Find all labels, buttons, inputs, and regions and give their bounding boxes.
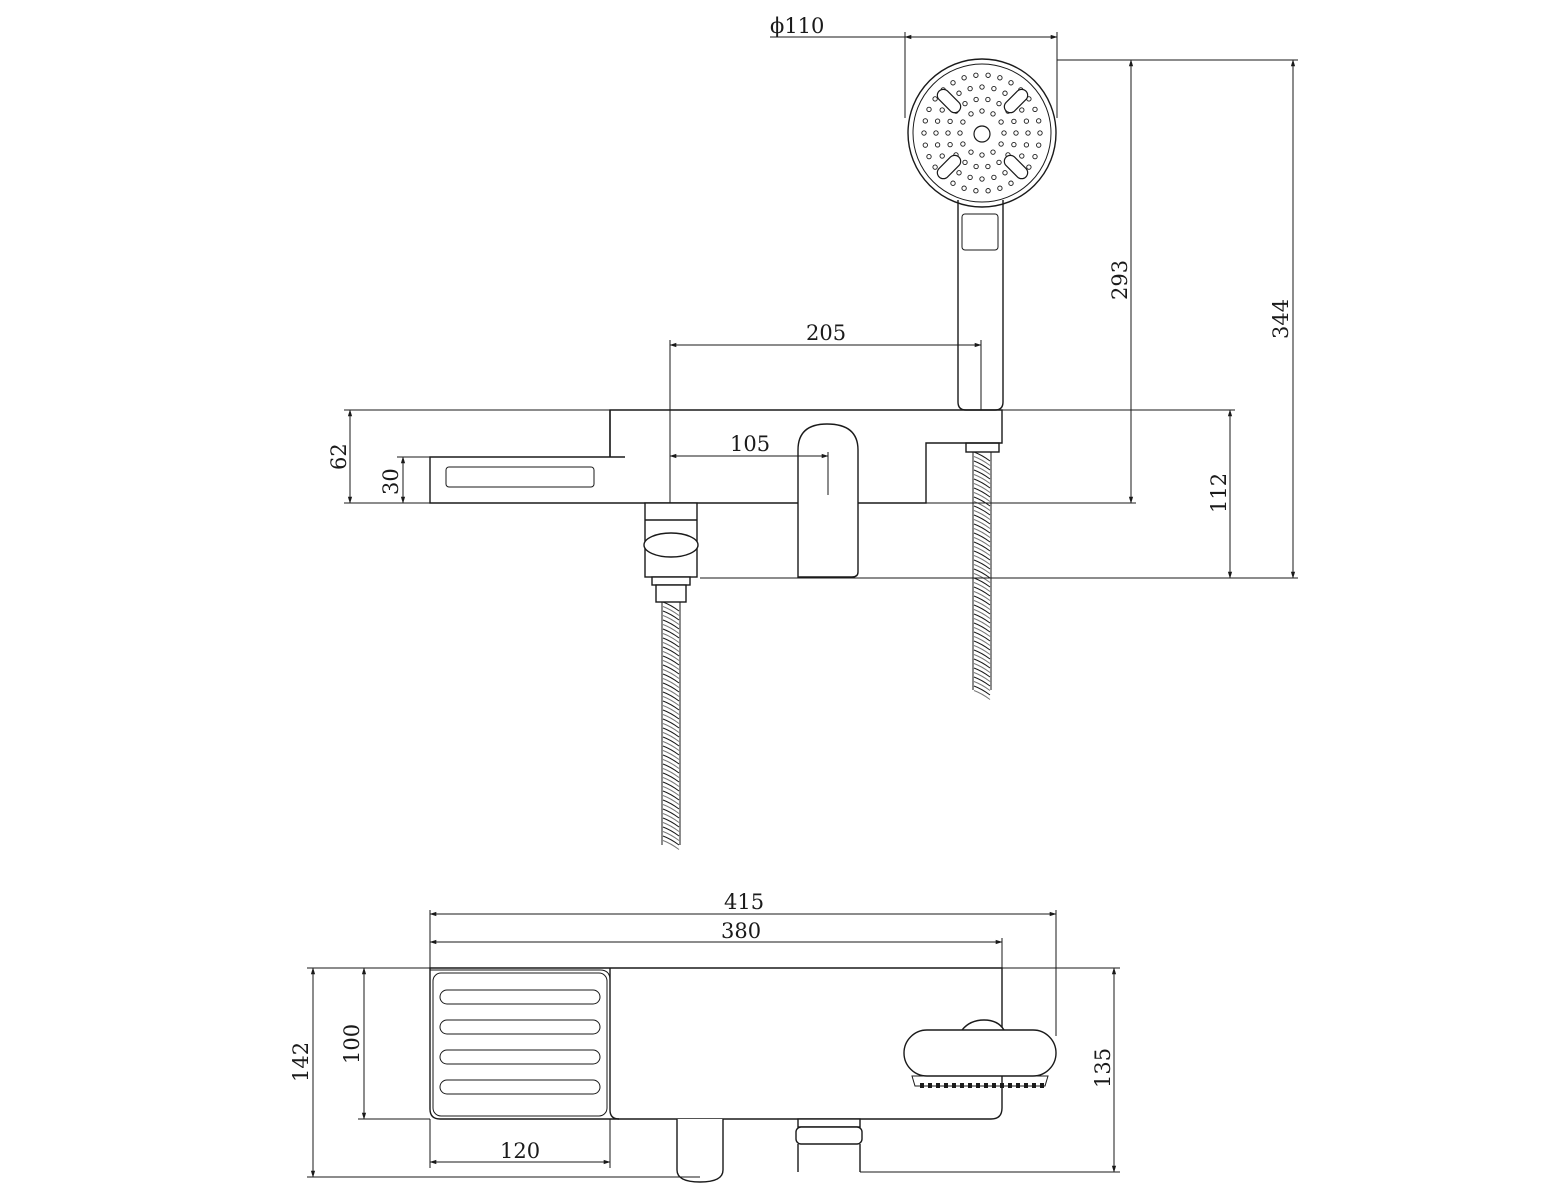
front-view-dimensions: ϕ110 205 105 62 30 293 344 112 [327,14,1298,579]
top-view [429,967,1057,1183]
top-view-dimensions: 415 380 142 100 135 120 [289,890,1120,1178]
dim-overall-depth: 142 [289,1042,313,1082]
dim-shelf-height: 30 [379,468,403,495]
outlet-top [795,1118,863,1172]
dim-body-width: 380 [721,919,761,943]
hose-right [972,451,992,700]
shower-head-top [903,1019,1057,1088]
soap-tray [432,972,608,1117]
dim-overall-width: 415 [724,890,764,914]
dim-handle-offset: 105 [730,432,770,456]
lever-handle [797,423,859,578]
front-view [429,58,1057,850]
hand-shower [907,58,1057,411]
dim-depth-to-handle: 135 [1091,1048,1115,1088]
hose-left [661,601,681,850]
lever-handle-top [676,1119,724,1183]
dim-body-height: 62 [327,443,351,470]
wall-connector [643,502,699,603]
dim-hand-shower-height: 293 [1108,260,1132,300]
dim-spout-to-hand-shower: 205 [806,321,846,345]
dim-shelf-width: 120 [500,1139,540,1163]
dim-total-height: 344 [1269,299,1293,339]
dim-shelf-depth: 100 [340,1024,364,1064]
dim-head-diameter: ϕ110 [770,14,824,38]
dim-body-to-outlet: 112 [1207,473,1231,513]
